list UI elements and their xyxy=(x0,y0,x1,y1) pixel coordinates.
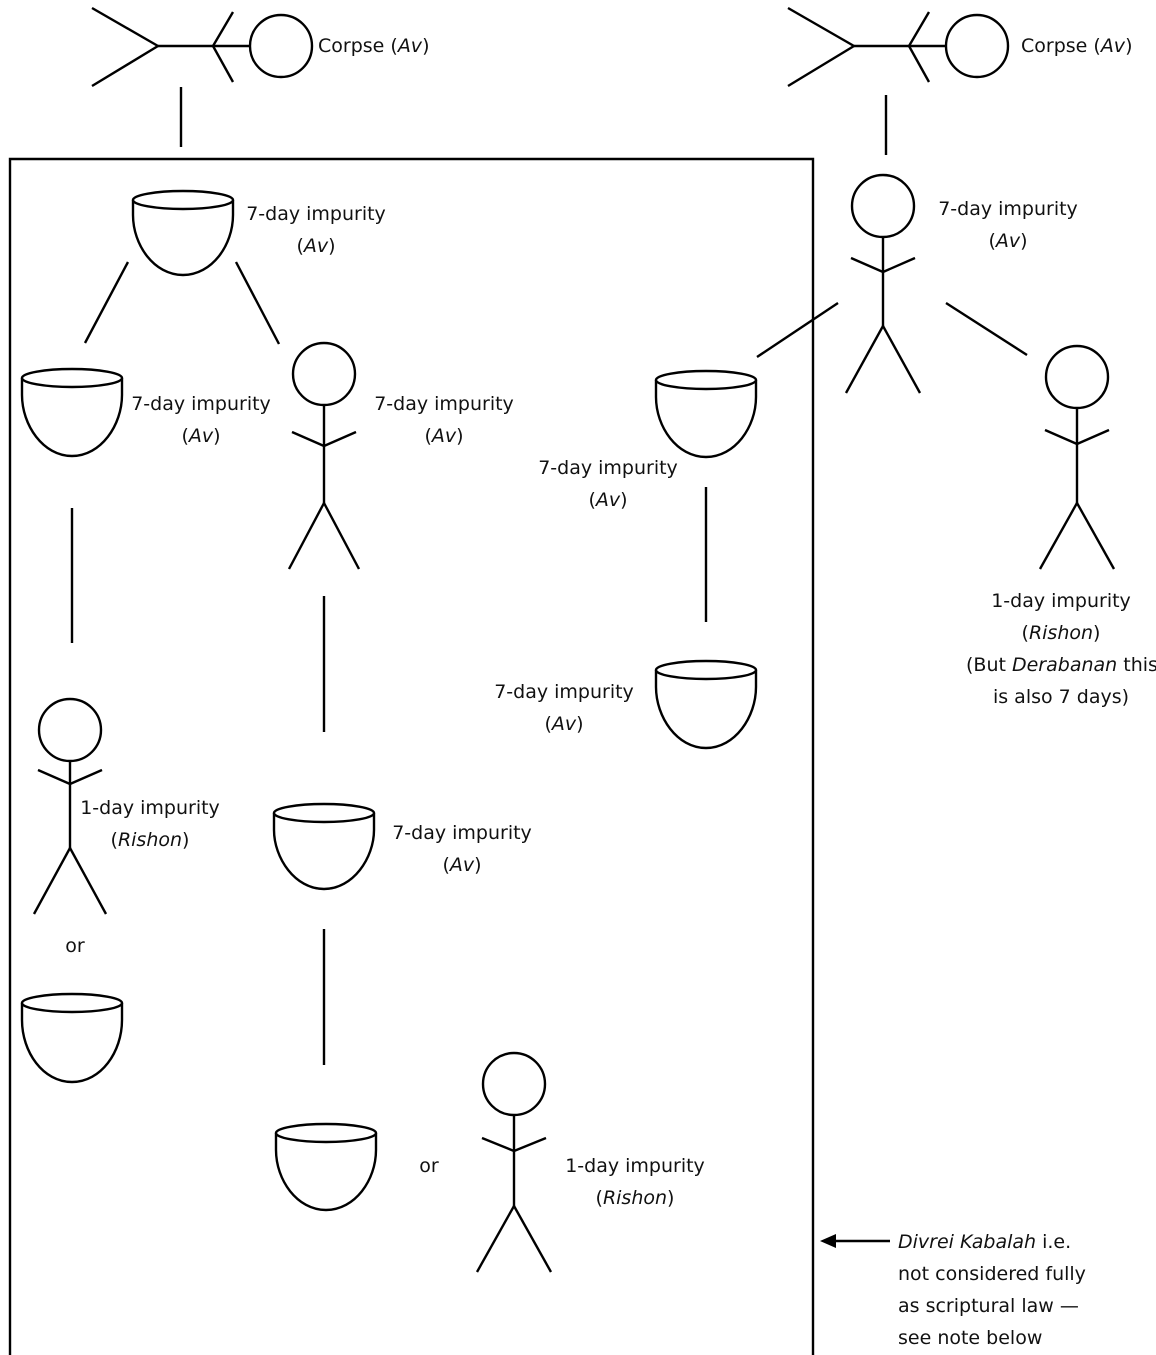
left-top-vessel-label: 7-day impurity (Av) xyxy=(246,203,386,257)
or-label-left: or xyxy=(65,935,85,957)
vessel-icon xyxy=(20,992,124,1084)
left-low-person-label: 1-day impurity (Rishon) xyxy=(80,797,220,851)
left-bottom-person-label: 1-day impurity (Rishon) xyxy=(565,1155,705,1209)
vessel-icon xyxy=(654,659,758,750)
right-vessel-label: 7-day impurity (Av) xyxy=(538,457,678,511)
right-top-person-label: 7-day impurity (Av) xyxy=(938,198,1078,252)
connector-line xyxy=(756,302,839,358)
annotation-arrow xyxy=(820,1234,890,1248)
vessel-icon xyxy=(20,367,124,458)
right-low-vessel-label: 7-day impurity (Av) xyxy=(494,681,634,735)
person-icon xyxy=(475,1051,553,1273)
connector-line xyxy=(945,301,1028,357)
right-person-label: 1-day impurity (Rishon) (But Derabanan t… xyxy=(966,590,1156,708)
connector-line xyxy=(83,261,130,344)
corpse-icon xyxy=(91,6,314,88)
person-icon xyxy=(844,173,922,394)
vessel-icon xyxy=(131,189,235,277)
left-mid-vessel-label: 7-day impurity (Av) xyxy=(131,393,271,447)
right-corpse-label: Corpse (Av) xyxy=(1021,35,1133,57)
corpse-icon xyxy=(787,6,1010,88)
vessel-icon xyxy=(654,369,758,459)
person-icon xyxy=(32,697,108,915)
vessel-icon xyxy=(274,1122,378,1212)
divrei-kabalah-box xyxy=(8,157,815,1355)
vessel-icon xyxy=(272,802,376,891)
annotation-text: Divrei Kabalah i.e. not considered fully… xyxy=(898,1231,1086,1349)
left-mid-person-label: 7-day impurity (Av) xyxy=(374,393,514,447)
person-icon xyxy=(287,341,361,570)
left-vessel-mid-right-label: 7-day impurity (Av) xyxy=(392,822,532,876)
person-icon xyxy=(1038,344,1116,570)
left-corpse-label: Corpse (Av) xyxy=(318,35,430,57)
or-label-bottom: or xyxy=(419,1155,439,1177)
connector-line xyxy=(234,261,281,345)
